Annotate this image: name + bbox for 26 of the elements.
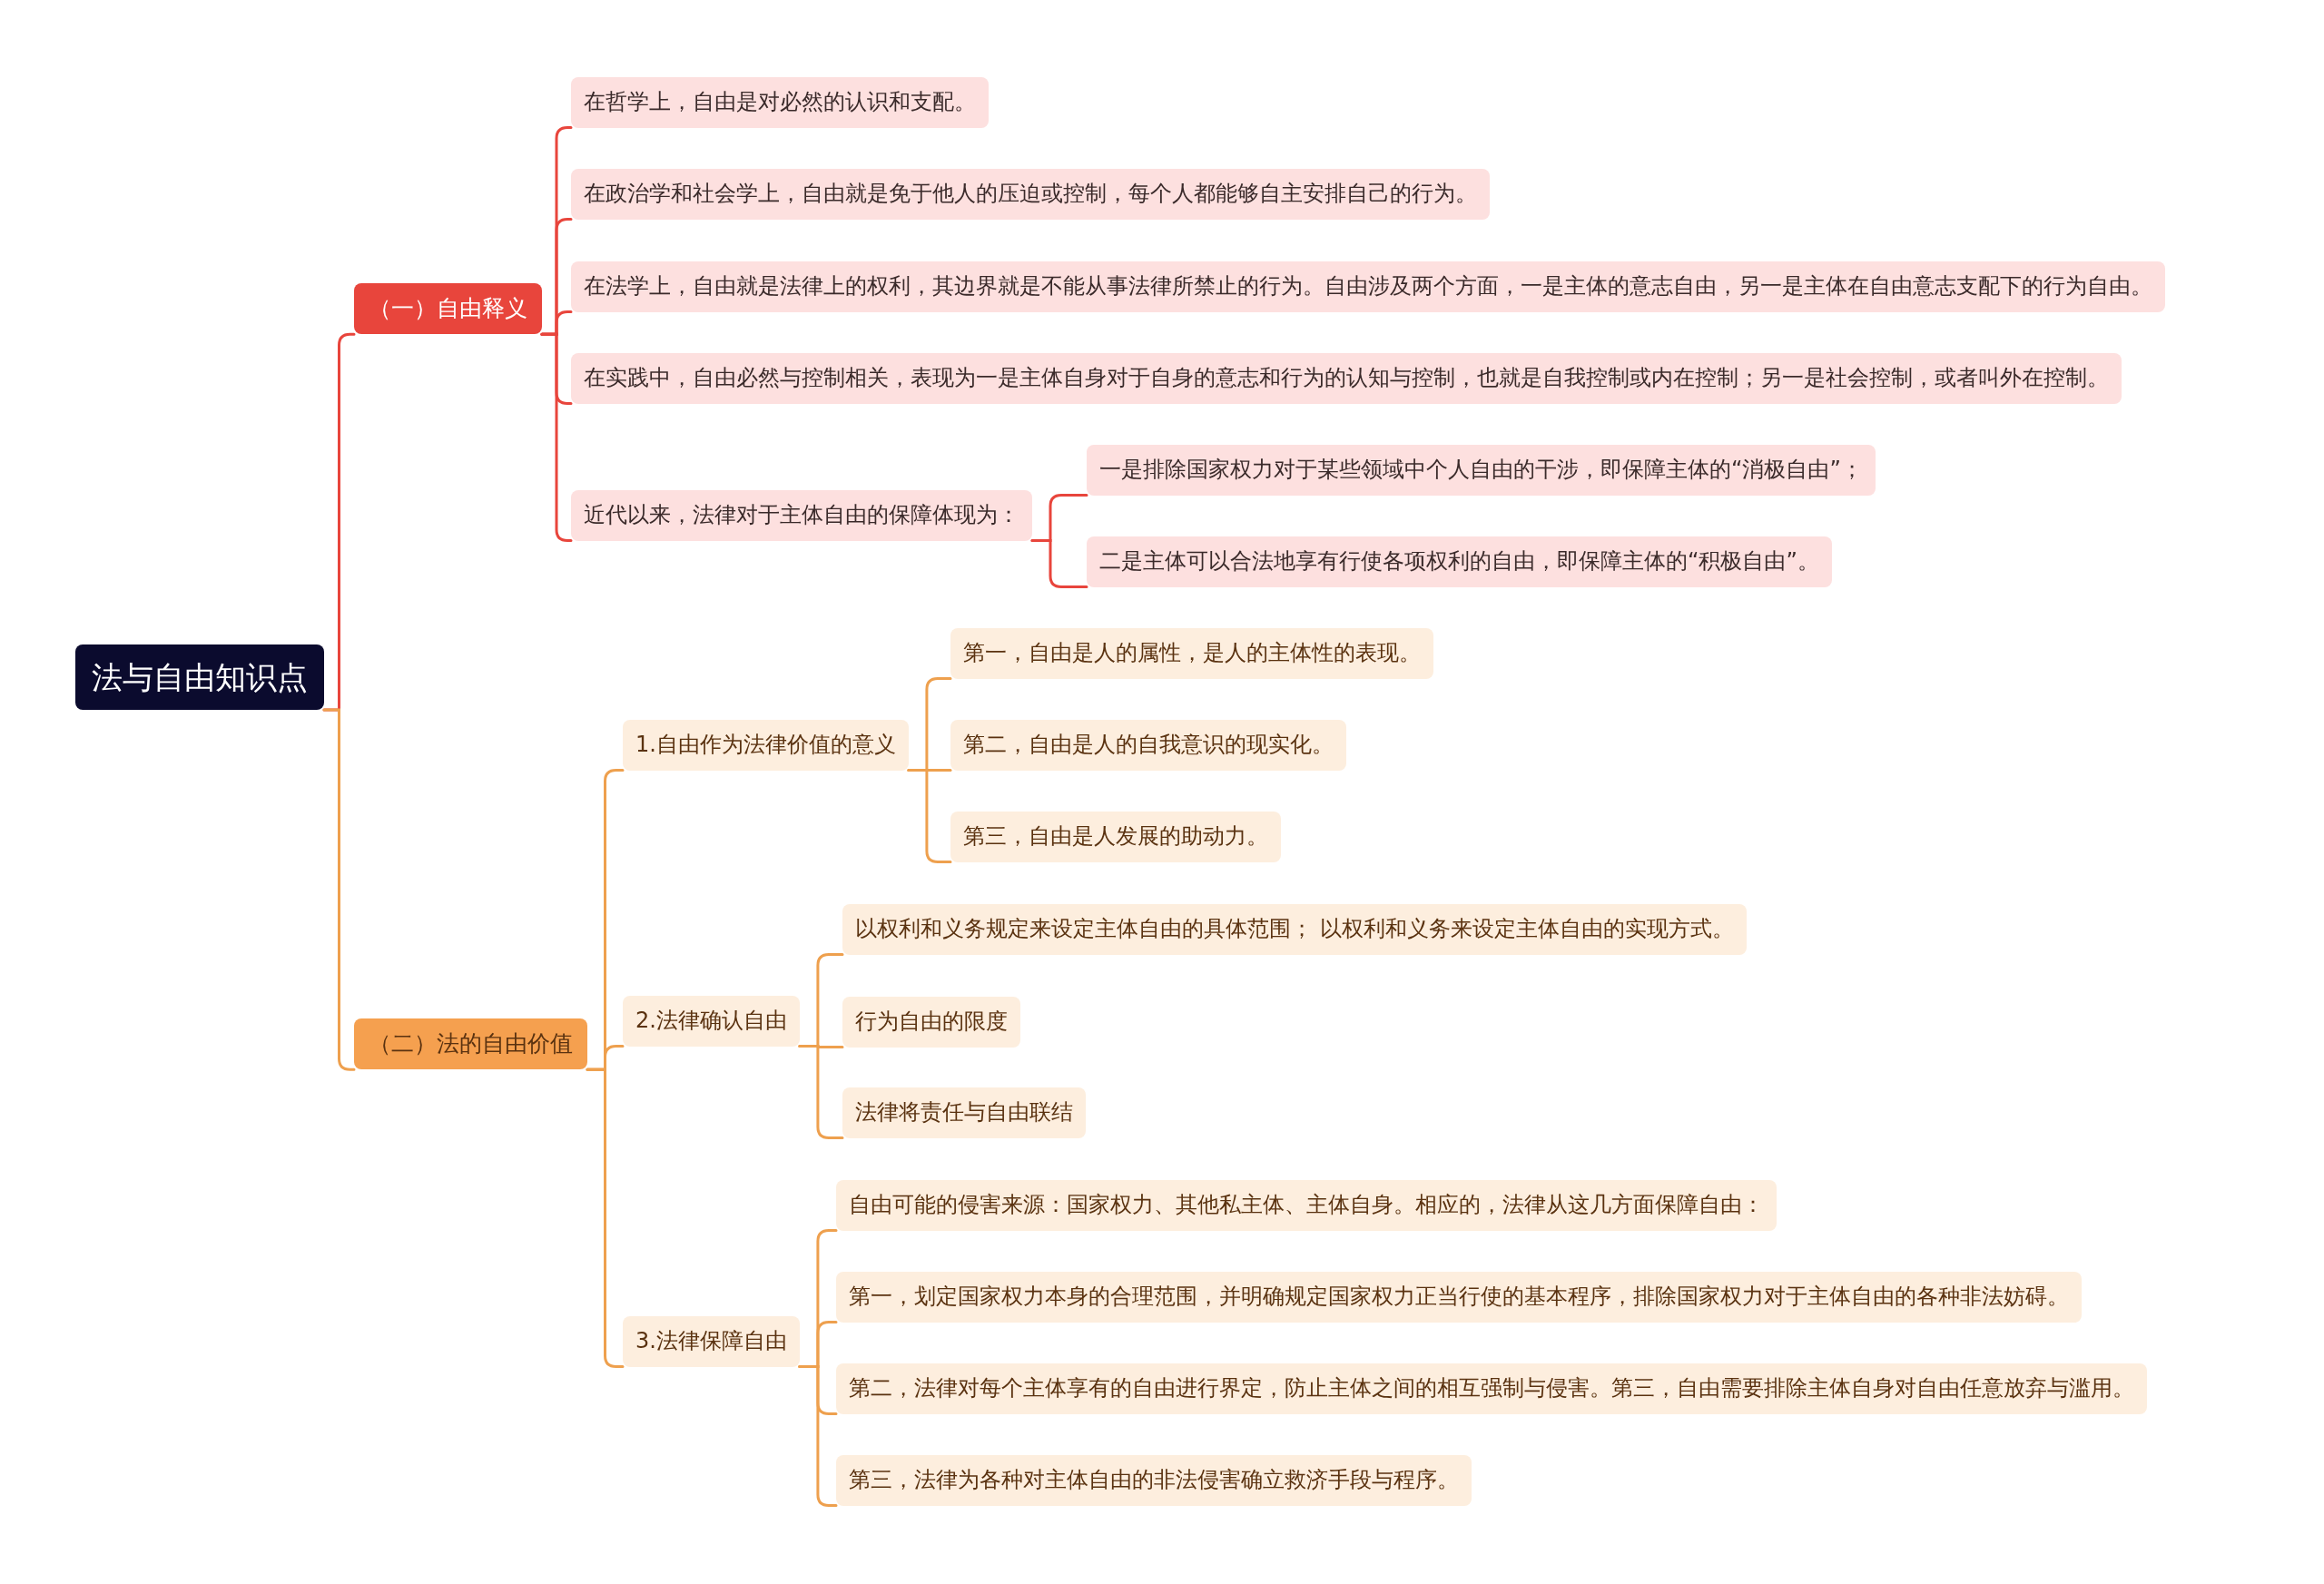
subtopic-box: 在哲学上，自由是对必然的认识和支配。	[571, 77, 989, 128]
subtopic-box: 第二，法律对每个主体享有的自由进行界定，防止主体之间的相互强制与侵害。第三，自由需要排除主体自身对自由任意放弃与滥用。	[836, 1363, 2147, 1414]
subtopic-box: 以权利和义务规定来设定主体自由的具体范围； 以权利和义务来设定主体自由的实现方式。	[842, 904, 1747, 955]
subtopic-box: 在政治学和社会学上，自由就是免于他人的压迫或控制，每个人都能够自主安排自己的行为。	[571, 169, 1490, 220]
subtopic-box: 第二，自由是人的自我意识的现实化。	[950, 720, 1346, 771]
subtopic-box: 第一，自由是人的属性，是人的主体性的表现。	[950, 628, 1433, 679]
subtopic-box: 一是排除国家权力对于某些领域中个人自由的干涉，即保障主体的“消极自由”；	[1087, 445, 1876, 496]
subtopic-box: 法律将责任与自由联结	[842, 1087, 1086, 1138]
root-topic: 法与自由知识点	[75, 644, 324, 711]
subtopic-box: 近代以来，法律对于主体自由的保障体现为：	[571, 490, 1032, 541]
connector-line	[586, 1067, 625, 1369]
connector-line	[1030, 539, 1088, 589]
subtopic-box: 2.法律确认自由	[623, 996, 800, 1047]
subtopic-box: 1.自由作为法律价值的意义	[623, 720, 909, 771]
subtopic-box: 第三，法律为各种对主体自由的非法侵害确立救济手段与程序。	[836, 1455, 1472, 1506]
subtopic-box: 3.法律保障自由	[623, 1316, 800, 1367]
subtopic-box: 自由可能的侵害来源：国家权力、其他私主体、主体自身。相应的，法律从这几方面保障自由：	[836, 1180, 1777, 1231]
subtopic-box: 在实践中，自由必然与控制相关，表现为一是主体自身对于自身的意志和行为的认知与控制，也就是自我控制或内在控制；另一是社会控制，或者叫外在控制。	[571, 353, 2122, 404]
branch-topic: （一）自由释义	[354, 282, 542, 335]
subtopic-box: 行为自由的限度	[842, 997, 1020, 1048]
subtopic-box: 第一，划定国家权力本身的合理范围，并明确规定国家权力正当行使的基本程序，排除国家权力对于主体自由的各种非法妨碍。	[836, 1272, 2082, 1323]
subtopic-box: 二是主体可以合法地享有行使各项权利的自由，即保障主体的“积极自由”。	[1087, 536, 1832, 587]
connector-line	[798, 1365, 838, 1508]
branch-topic: （二）法的自由价值	[354, 1018, 587, 1070]
subtopic-box: 第三，自由是人发展的助动力。	[950, 812, 1281, 862]
subtopic-box: 在法学上，自由就是法律上的权利，其边界就是不能从事法律所禁止的行为。自由涉及两个方面，一是主体的意志自由，另一是主体在自由意志支配下的行为自由。	[571, 261, 2165, 312]
